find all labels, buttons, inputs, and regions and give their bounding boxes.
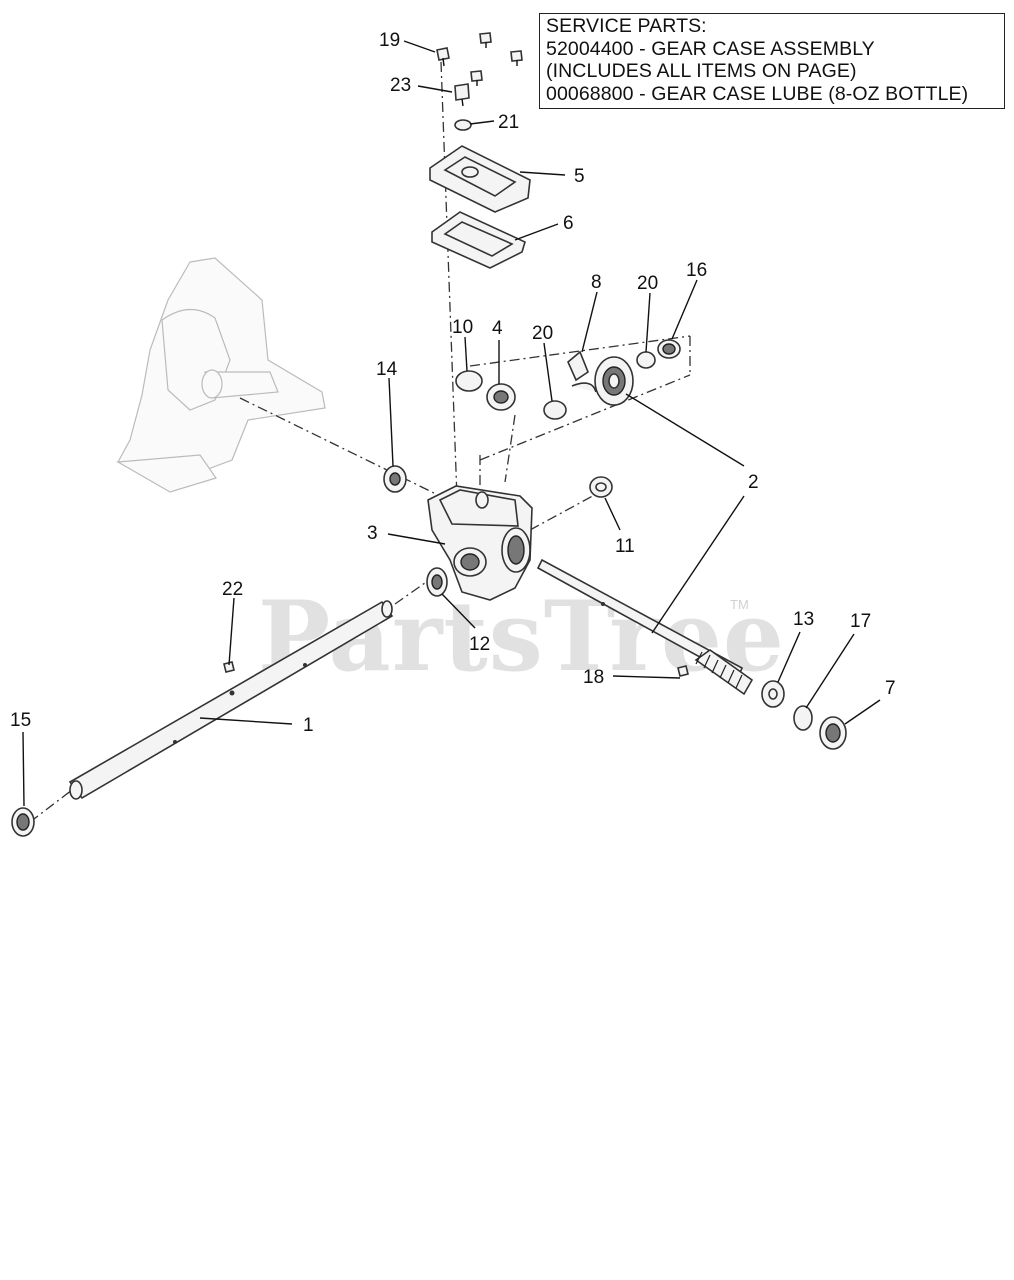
callout-3: 3 (367, 523, 378, 544)
bearing-bottom (426, 567, 448, 597)
callout-13: 13 (793, 609, 814, 630)
service-part-gear-case-assembly: 52004400 - GEAR CASE ASSEMBLY (546, 37, 875, 60)
callout-6: 6 (563, 213, 574, 234)
callout-15: 15 (10, 710, 31, 731)
callout-20-upper: 20 (637, 273, 658, 294)
callout-16: 16 (686, 260, 707, 281)
bearing-end-right (819, 716, 847, 750)
bearings-left (455, 370, 516, 411)
callout-22: 22 (222, 579, 243, 600)
auger-shaft (68, 600, 394, 800)
callout-7: 7 (885, 678, 896, 699)
service-parts-box: SERVICE PARTS: 52004400 - GEAR CASE ASSE… (539, 13, 1005, 109)
bearing-end-left (11, 807, 35, 837)
callout-4: 4 (492, 318, 503, 339)
leader-lines (22, 40, 881, 807)
callout-2: 2 (748, 472, 759, 493)
callout-8: 8 (591, 272, 602, 293)
callout-21: 21 (498, 112, 519, 133)
callout-19: 19 (379, 30, 400, 51)
callout-1: 1 (303, 715, 314, 736)
gasket (431, 211, 526, 269)
retaining-ring (793, 705, 813, 731)
bearing-right (657, 339, 681, 359)
seal-right (589, 476, 613, 498)
gear-case (427, 485, 533, 601)
callout-labels: 19 23 21 5 6 8 20 16 10 4 20 14 2 3 11 2… (10, 30, 896, 736)
service-part-includes-note: (INCLUDES ALL ITEMS ON PAGE) (546, 60, 857, 82)
callout-18: 18 (583, 667, 604, 688)
top-bolts (436, 32, 523, 131)
callout-10: 10 (452, 317, 473, 338)
callout-5: 5 (574, 166, 585, 187)
service-part-gear-case-lube: 00068800 - GEAR CASE LUBE (8-OZ BOTTLE) (546, 82, 969, 105)
service-parts-heading: SERVICE PARTS: (546, 15, 707, 37)
gear-case-cover (429, 145, 531, 213)
rings-and-key (543, 350, 656, 420)
callout-11: 11 (615, 536, 635, 557)
worm-shaft (536, 558, 754, 696)
seal-left (383, 465, 407, 493)
watermark-trademark: TM (730, 597, 749, 612)
thrust-washer (761, 680, 785, 708)
callout-23: 23 (390, 75, 411, 96)
worm-gear (594, 356, 634, 406)
callout-20-lower: 20 (532, 323, 553, 344)
auger-housing-ghost (116, 257, 326, 493)
callout-12: 12 (469, 634, 490, 655)
worm-key (677, 665, 689, 677)
callout-17: 17 (850, 611, 871, 632)
callout-14: 14 (376, 359, 398, 380)
